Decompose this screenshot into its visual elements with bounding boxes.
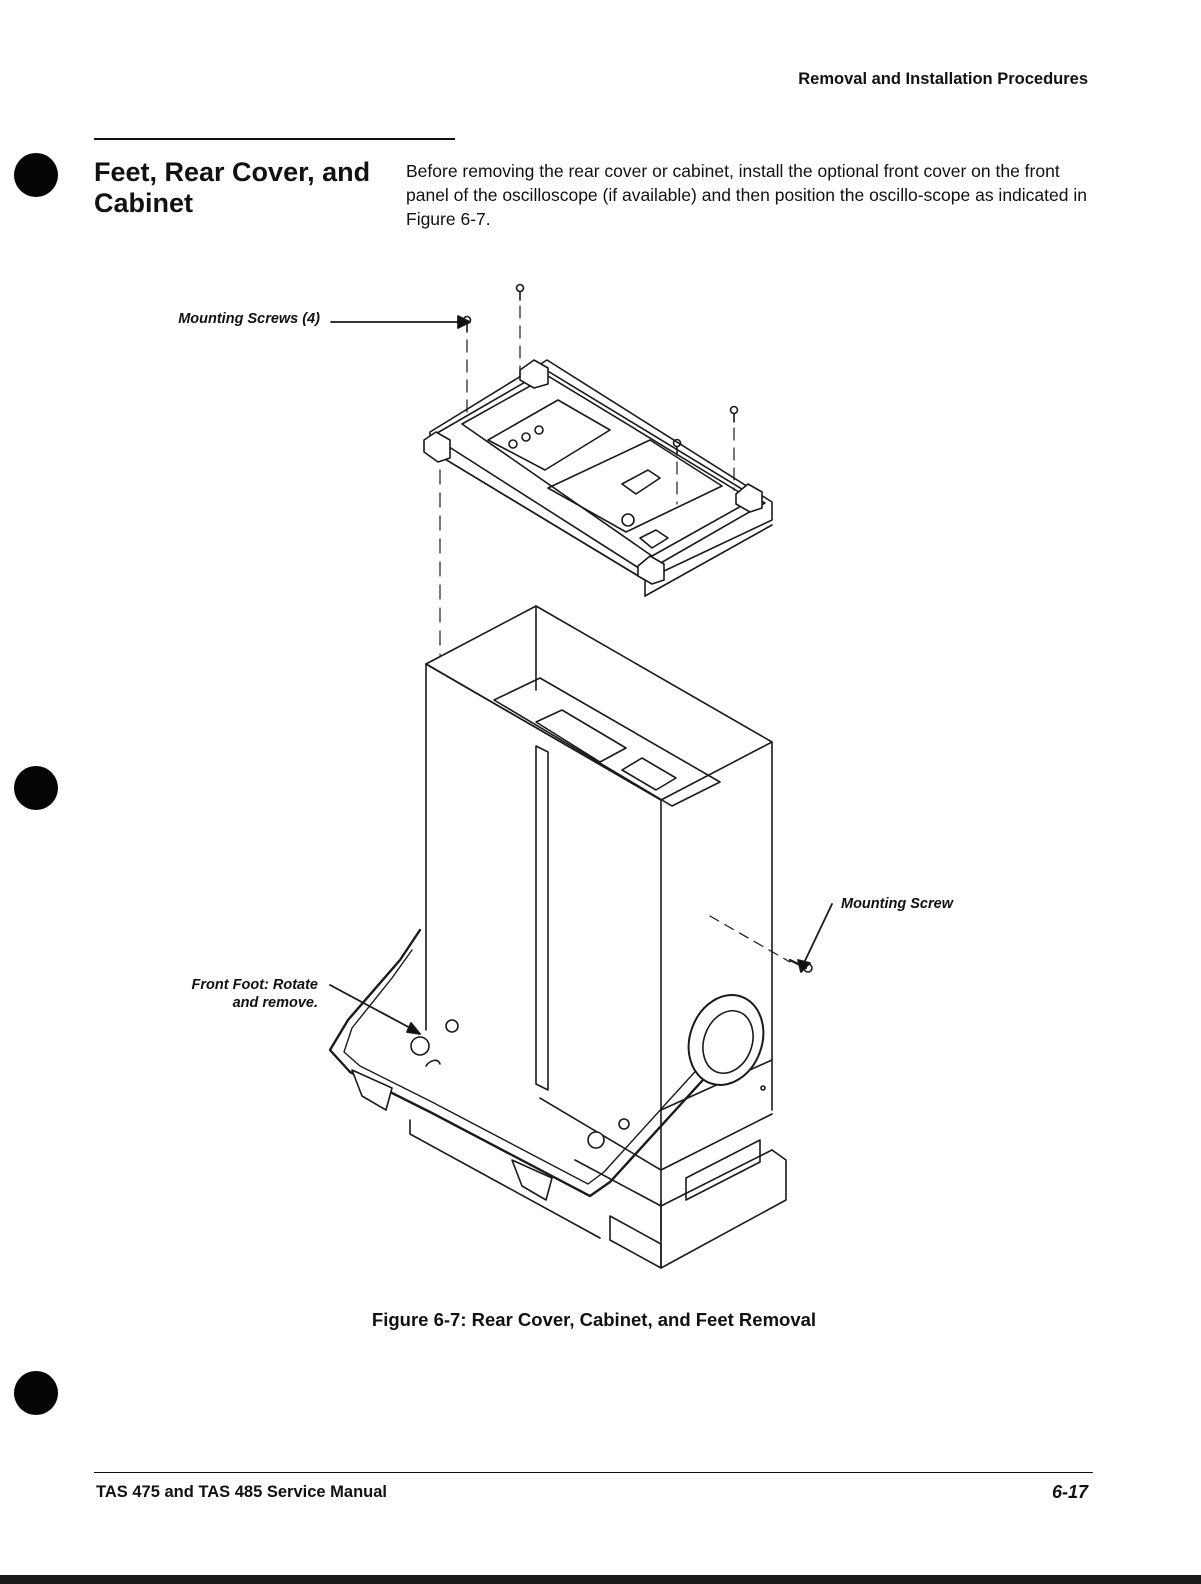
figure-caption: Figure 6-7: Rear Cover, Cabinet, and Fee… [371, 1309, 817, 1330]
cabinet [328, 605, 813, 1269]
binder-hole-bottom [14, 1371, 58, 1415]
callout-mounting-screws: Mounting Screws (4) [178, 311, 320, 327]
callout-front-foot-line-1: Front Foot: Rotate [191, 977, 318, 993]
cover-screws [439, 283, 739, 656]
footer-rule [94, 1472, 1093, 1473]
binder-hole-middle [14, 766, 58, 810]
section-title-line-1: Feet, Rear Cover, and [94, 157, 371, 187]
callout-mounting-screw: Mounting Screw [841, 896, 953, 912]
callout-leaders [329, 315, 833, 1035]
callout-front-foot: Front Foot: Rotate and remove. [150, 976, 318, 1012]
screw-1 [515, 283, 525, 301]
rear-cover [423, 359, 773, 597]
screw-4 [672, 438, 682, 456]
section-title: Feet, Rear Cover, and Cabinet [94, 157, 394, 219]
callout-front-foot-line-2: and remove. [232, 995, 318, 1011]
footer-page-number: 6-17 [1051, 1482, 1088, 1502]
binder-hole-top [14, 153, 58, 197]
intro-paragraph: Before removing the rear cover or cabine… [406, 161, 1087, 229]
scan-edge-bar [0, 1575, 1201, 1584]
heading-rule [94, 138, 455, 140]
screw-3 [729, 405, 739, 423]
footer-manual-title: TAS 475 and TAS 485 Service Manual [96, 1483, 388, 1501]
section-title-line-2: Cabinet [94, 188, 194, 218]
running-header: Removal and Installation Procedures [798, 70, 1088, 88]
